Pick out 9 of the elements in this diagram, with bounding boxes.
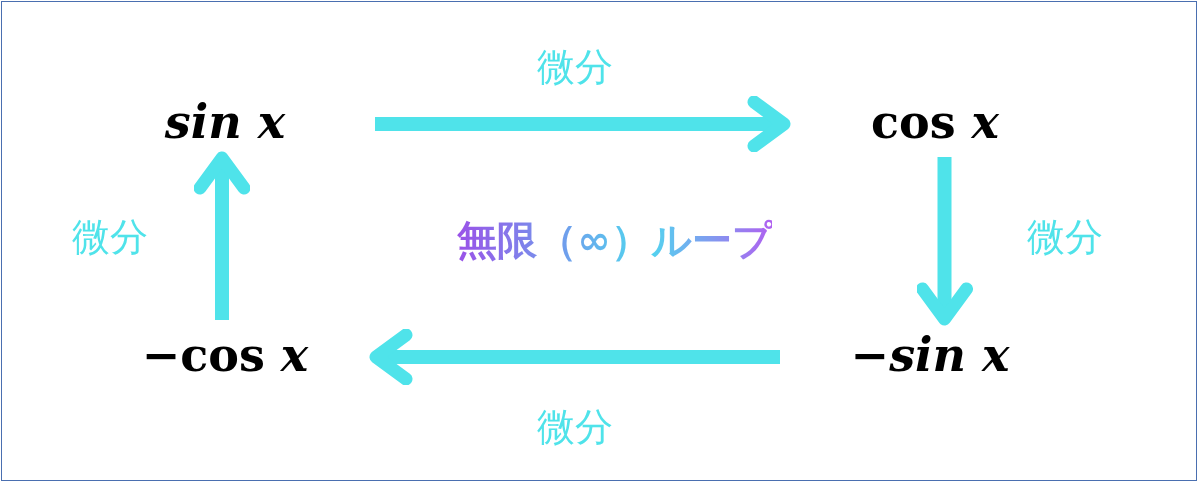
- arrow: [369, 328, 780, 386]
- math-expression: sin x: [164, 99, 286, 145]
- center-caption: 無限（∞）ループ: [457, 218, 773, 262]
- math-expression: −cos x: [141, 332, 309, 378]
- math-expression: cos x: [870, 99, 999, 145]
- arrow: [375, 95, 791, 153]
- math-expression: −sin x: [850, 332, 1010, 378]
- arrow: [916, 157, 973, 326]
- arrow: [193, 151, 251, 320]
